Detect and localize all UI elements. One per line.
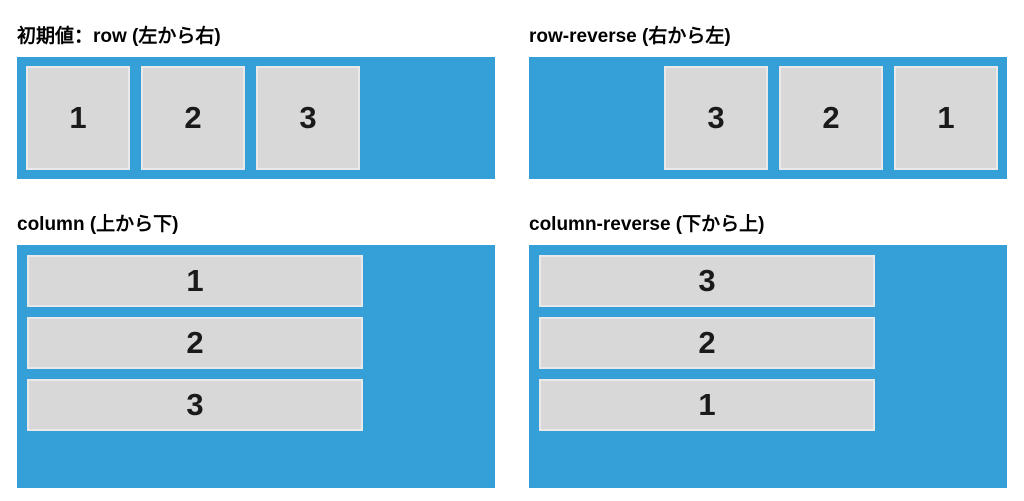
flex-item-1: 1: [894, 66, 998, 170]
panel-row-reverse: row-reverse (右から左) 3 2 1: [529, 26, 1007, 192]
flex-item-1: 1: [27, 255, 363, 307]
flex-item-3: 3: [256, 66, 360, 170]
flex-item-2: 2: [141, 66, 245, 170]
panel-row-title: 初期値：row (左から右): [17, 26, 221, 47]
panel-row: 初期値：row (左から右) 1 2 3: [17, 26, 495, 192]
flex-item-2: 2: [27, 317, 363, 369]
flex-item-1: 1: [539, 379, 875, 431]
panel-column-reverse: column-reverse (下から上) 3 2 1: [529, 214, 1007, 501]
panel-column-reverse-title: column-reverse (下から上): [529, 214, 765, 235]
flex-container-row-reverse: 3 2 1: [529, 57, 1007, 179]
panel-row-reverse-title: row-reverse (右から左): [529, 26, 731, 47]
panel-column-title: column (上から下): [17, 214, 179, 235]
flex-container-column-reverse: 3 2 1: [529, 245, 1007, 488]
flex-container-column: 1 2 3: [17, 245, 495, 488]
flex-container-row: 1 2 3: [17, 57, 495, 179]
flex-item-1: 1: [26, 66, 130, 170]
flex-item-2: 2: [539, 317, 875, 369]
flex-item-3: 3: [539, 255, 875, 307]
flex-item-3: 3: [27, 379, 363, 431]
panel-column: column (上から下) 1 2 3: [17, 214, 495, 501]
flex-item-3: 3: [664, 66, 768, 170]
flex-item-2: 2: [779, 66, 883, 170]
